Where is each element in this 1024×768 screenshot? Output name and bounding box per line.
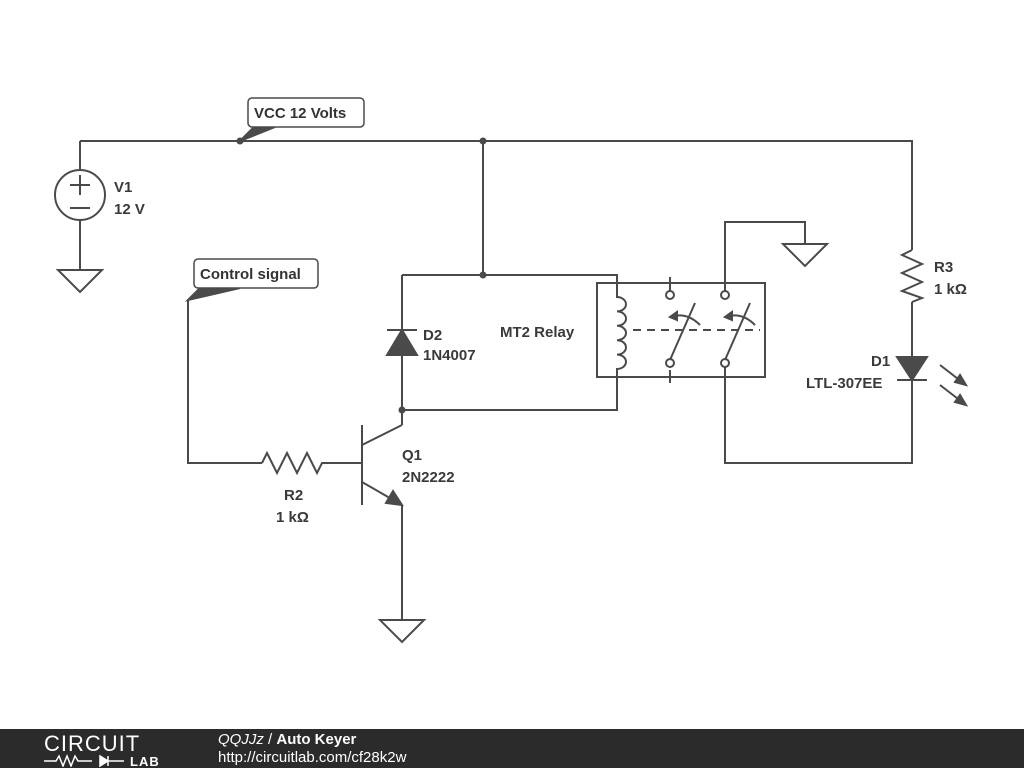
- coil-top-wire: [402, 274, 618, 292]
- v1-name: V1: [114, 179, 132, 196]
- resistor-r2: R2 1 kΩ: [261, 450, 325, 526]
- ground-contact-icon: [780, 243, 830, 268]
- vcc-label-pointer: [239, 126, 276, 142]
- q1-value: 2N2222: [402, 469, 455, 486]
- author-link[interactable]: QQJJz: [218, 731, 264, 748]
- resistor-r2-icon: [261, 450, 325, 476]
- title-separator: /: [263, 731, 277, 748]
- wires: [79, 137, 913, 620]
- d2-name: D2: [423, 327, 442, 344]
- circuit-name[interactable]: Auto Keyer: [276, 731, 357, 748]
- diode-d2-icon: [385, 328, 419, 356]
- circuit-url[interactable]: http://circuitlab.com/cf28k2w: [218, 749, 407, 766]
- logo-resistor-icon: [44, 753, 92, 767]
- ground-emitter-icon: [377, 619, 427, 644]
- q1-emitter-arrow-icon: [384, 489, 404, 507]
- q1-collector: [361, 424, 403, 446]
- circuitlab-logo[interactable]: CIRCUIT LAB: [42, 731, 182, 767]
- junction-collector: [398, 406, 406, 414]
- control-label-pointer: [184, 287, 241, 302]
- led-d1-icon: [895, 356, 929, 382]
- vcc-label-text: VCC 12 Volts: [254, 105, 346, 122]
- control-signal-label: Control signal: [184, 258, 319, 302]
- d2-value: 1N4007: [423, 347, 476, 364]
- led-d1: D1 LTL-307EE: [806, 353, 969, 407]
- vcc-net-label: VCC 12 Volts: [239, 97, 365, 142]
- d1-name: D1: [871, 353, 890, 370]
- resistor-r3: R3 1 kΩ: [899, 249, 967, 303]
- circuit-schematic: VCC 12 Volts Control signal V1 12 V D2 1…: [54, 97, 969, 644]
- circuit-title: QQJJz / Auto Keyer: [218, 731, 356, 748]
- control-signal-wire: [187, 300, 262, 464]
- footer-bar: CIRCUIT LAB QQJJz / Auto Keyer http://ci…: [0, 729, 1024, 768]
- voltage-source-v1: V1 12 V: [54, 169, 145, 221]
- logo-word: CIRCUIT: [44, 731, 140, 756]
- r3-value: 1 kΩ: [934, 281, 967, 298]
- diode-d2: D2 1N4007: [385, 327, 476, 364]
- transistor-q1: Q1 2N2222: [361, 424, 455, 507]
- contact-ground-wire: [724, 221, 806, 295]
- relay-name: MT2 Relay: [500, 324, 575, 341]
- relay-mt2: MT2 Relay: [500, 277, 766, 383]
- relay-body: [596, 282, 766, 378]
- coil-bottom-wire: [402, 368, 618, 411]
- vcc-rail: [80, 140, 913, 250]
- resistor-r3-icon: [899, 249, 925, 303]
- d1-value: LTL-307EE: [806, 375, 882, 392]
- relay-switch-1: [669, 302, 696, 361]
- logo-diode-icon: [99, 754, 124, 767]
- ground-v1-icon: [55, 269, 105, 294]
- v1-value: 12 V: [114, 201, 145, 218]
- logo-lab: LAB: [130, 754, 160, 767]
- relay-coil-icon: [616, 292, 627, 371]
- contact-led-wire: [724, 363, 913, 464]
- q1-name: Q1: [402, 447, 422, 464]
- led-emission-icon: [939, 364, 969, 407]
- control-label-text: Control signal: [200, 266, 301, 283]
- r2-name: R2: [284, 487, 303, 504]
- relay-switch-2: [724, 302, 751, 361]
- junction-coil-top: [479, 271, 487, 279]
- r2-value: 1 kΩ: [276, 509, 309, 526]
- junction-vcc: [479, 137, 487, 145]
- r3-name: R3: [934, 259, 953, 276]
